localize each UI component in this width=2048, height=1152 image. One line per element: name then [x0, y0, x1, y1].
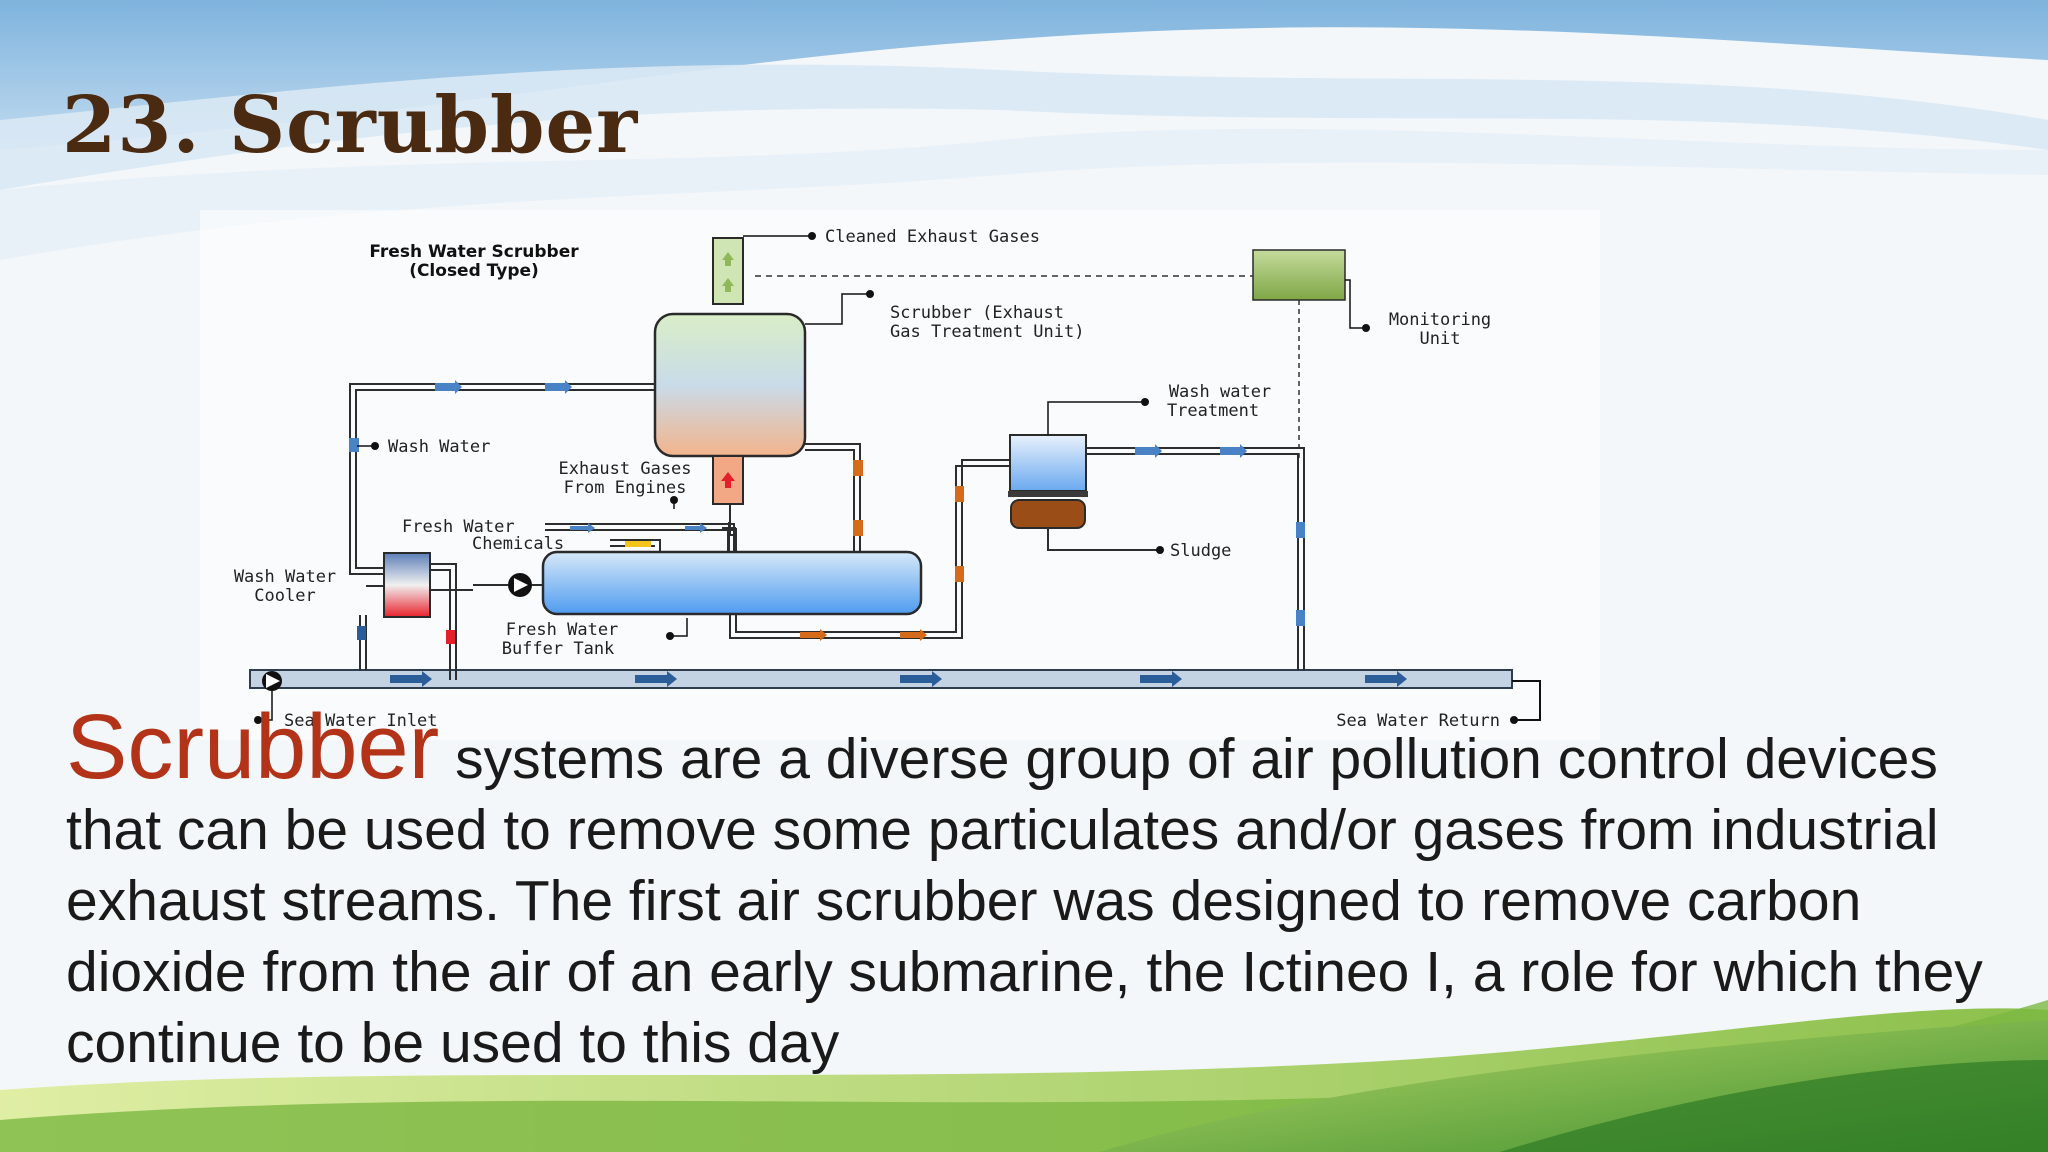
label-sludge: Sludge — [1170, 541, 1231, 561]
label-cleaned-exhaust: Cleaned Exhaust Gases — [825, 227, 1040, 247]
label-cooler-line1: Wash Water — [234, 567, 336, 587]
label-wash-treatment-line2: Treatment — [1167, 401, 1259, 421]
label-scrubber-line2: Gas Treatment Unit) — [890, 322, 1084, 342]
label-scrubber-line1: Scrubber (Exhaust — [890, 303, 1064, 323]
body-paragraph: systems are a diverse group of air pollu… — [66, 727, 1983, 1075]
label-wash-treatment-line1: Wash water — [1169, 382, 1271, 402]
label-exhaust-line2: From Engines — [564, 478, 687, 498]
label-wash-water: Wash Water — [388, 437, 490, 457]
slide-body-text: Scrubber systems are a diverse group of … — [66, 701, 1996, 1079]
sea-water-pipe — [249, 669, 1541, 721]
monitoring-unit — [755, 249, 1346, 460]
body-lead-word: Scrubber — [66, 696, 440, 798]
label-exhaust-line1: Exhaust Gases — [558, 459, 691, 479]
label-monitoring-line2: Unit — [1420, 329, 1461, 349]
label-buffer-line2: Buffer Tank — [502, 639, 615, 659]
label-buffer-line1: Fresh Water — [506, 620, 619, 640]
wash-water-cooler — [357, 552, 473, 680]
label-sea-return: Sea Water Return — [1336, 711, 1500, 731]
wash-water-treatment-unit — [1008, 434, 1088, 529]
diagram-subheading: (Closed Type) — [409, 261, 539, 281]
scrubber-tower — [653, 237, 807, 505]
pump-icon — [473, 573, 543, 597]
label-chemicals: Chemicals — [472, 534, 564, 554]
label-fresh-water: Fresh Water — [402, 517, 515, 537]
fresh-water-buffer-tank — [541, 550, 923, 616]
label-sea-inlet: Sea Water Inlet — [284, 711, 438, 731]
scrubber-diagram: Fresh Water Scrubber (Closed Type) Clean… — [200, 210, 1600, 740]
label-monitoring-line1: Monitoring — [1389, 310, 1491, 330]
slide-title: 23. Scrubber — [62, 80, 639, 171]
diagram-heading: Fresh Water Scrubber — [369, 242, 579, 262]
wash-water-loop — [349, 383, 655, 575]
label-cooler-line2: Cooler — [254, 586, 315, 606]
